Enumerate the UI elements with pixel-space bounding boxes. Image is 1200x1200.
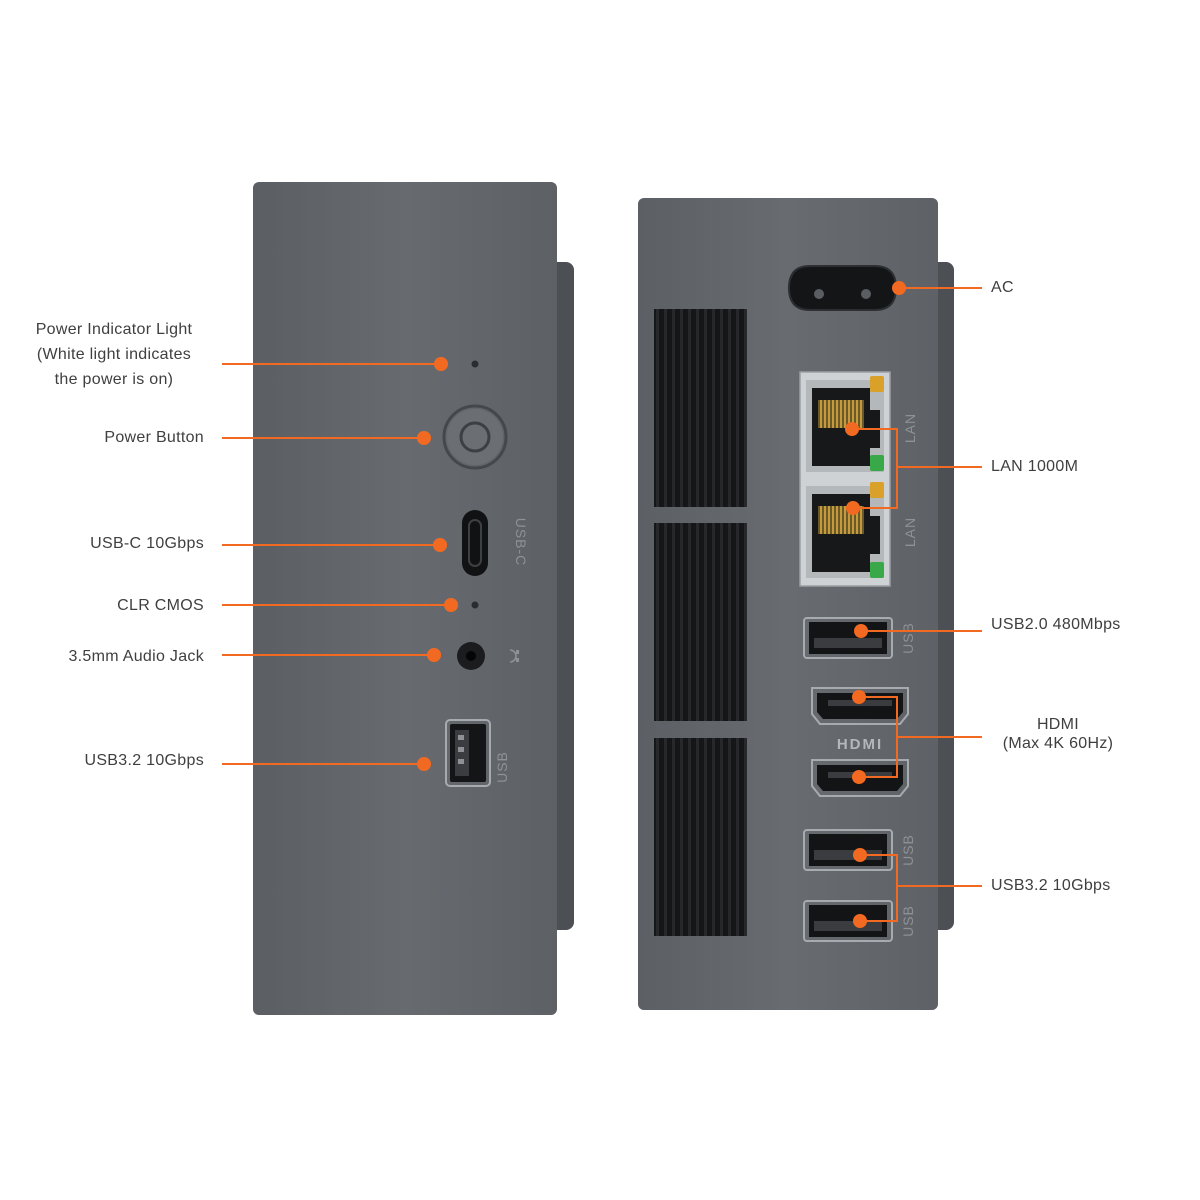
callout-audio-jack: 3.5mm Audio Jack xyxy=(68,648,204,665)
callout-power-button: Power Button xyxy=(104,429,204,446)
callout-usb32-front: USB3.2 10Gbps xyxy=(84,752,204,769)
usb20-port-label: USB xyxy=(900,622,916,654)
usb-port-label-front: USB xyxy=(494,751,510,783)
leader-usb32-rear xyxy=(860,854,898,922)
marker-power-button xyxy=(417,431,431,445)
marker-usb32-rear-top xyxy=(853,848,867,862)
callout-clr-cmos: CLR CMOS xyxy=(117,597,204,614)
usb20-port xyxy=(803,617,893,659)
marker-usb-c xyxy=(433,538,447,552)
vent-top xyxy=(654,309,747,507)
usb-a-port-front xyxy=(445,719,491,787)
lan-ports xyxy=(799,371,891,587)
callout-usb-c: USB-C 10Gbps xyxy=(90,535,204,552)
hdmi-logo-text: HDMI xyxy=(837,736,883,753)
front-panel-device: USB-C USB xyxy=(253,182,574,1015)
usb32-port-top xyxy=(803,829,893,871)
callout-ac: AC xyxy=(991,279,1014,296)
lan-port-bottom xyxy=(806,482,884,578)
front-body xyxy=(253,182,557,1015)
callout-power-light-line-1: Power Indicator Light xyxy=(35,321,193,338)
marker-clr-cmos xyxy=(444,598,458,612)
usb-c-port xyxy=(462,510,488,576)
marker-power-light xyxy=(434,357,448,371)
audio-jack xyxy=(457,642,485,670)
marker-usb20 xyxy=(854,624,868,638)
callout-lan: LAN 1000M xyxy=(991,458,1079,475)
marker-hdmi-bottom xyxy=(852,770,866,784)
clr-cmos-hole xyxy=(471,601,479,609)
marker-usb32-front xyxy=(417,757,431,771)
leader-lan xyxy=(852,428,898,509)
callout-usb20: USB2.0 480Mbps xyxy=(991,616,1121,633)
callout-hdmi: HDMI (Max 4K 60Hz) xyxy=(986,715,1130,753)
usb-c-port-label: USB-C xyxy=(513,518,529,567)
vent-bottom xyxy=(654,738,747,936)
marker-lan-top xyxy=(845,422,859,436)
usb32-port-label-bottom: USB xyxy=(900,905,916,937)
callout-hdmi-line-1: HDMI xyxy=(1036,716,1080,733)
ac-power-inlet xyxy=(787,265,898,311)
power-indicator-light xyxy=(471,360,479,368)
callout-power-light-line-3: the power is on) xyxy=(54,371,174,388)
callout-hdmi-line-2: (Max 4K 60Hz) xyxy=(1002,735,1114,752)
lan-port-label-top: LAN xyxy=(902,413,918,443)
marker-lan-bottom xyxy=(846,501,860,515)
marker-hdmi-top xyxy=(852,690,866,704)
lan-port-label-bottom: LAN xyxy=(902,517,918,547)
power-button-icon xyxy=(442,404,508,470)
vent-middle xyxy=(654,523,747,721)
usb32-port-label-top: USB xyxy=(900,834,916,866)
marker-usb32-rear-bottom xyxy=(853,914,867,928)
lan-port-top xyxy=(806,376,884,472)
rear-panel-device: LAN LAN USB HDMI xyxy=(638,198,954,1010)
marker-audio-jack xyxy=(427,648,441,662)
headphone-icon xyxy=(509,649,519,663)
callout-power-light: Power Indicator Light (White light indic… xyxy=(14,317,214,392)
callout-usb32-rear: USB3.2 10Gbps xyxy=(991,877,1111,894)
callout-power-light-line-2: (White light indicates xyxy=(36,346,192,363)
marker-ac xyxy=(892,281,906,295)
